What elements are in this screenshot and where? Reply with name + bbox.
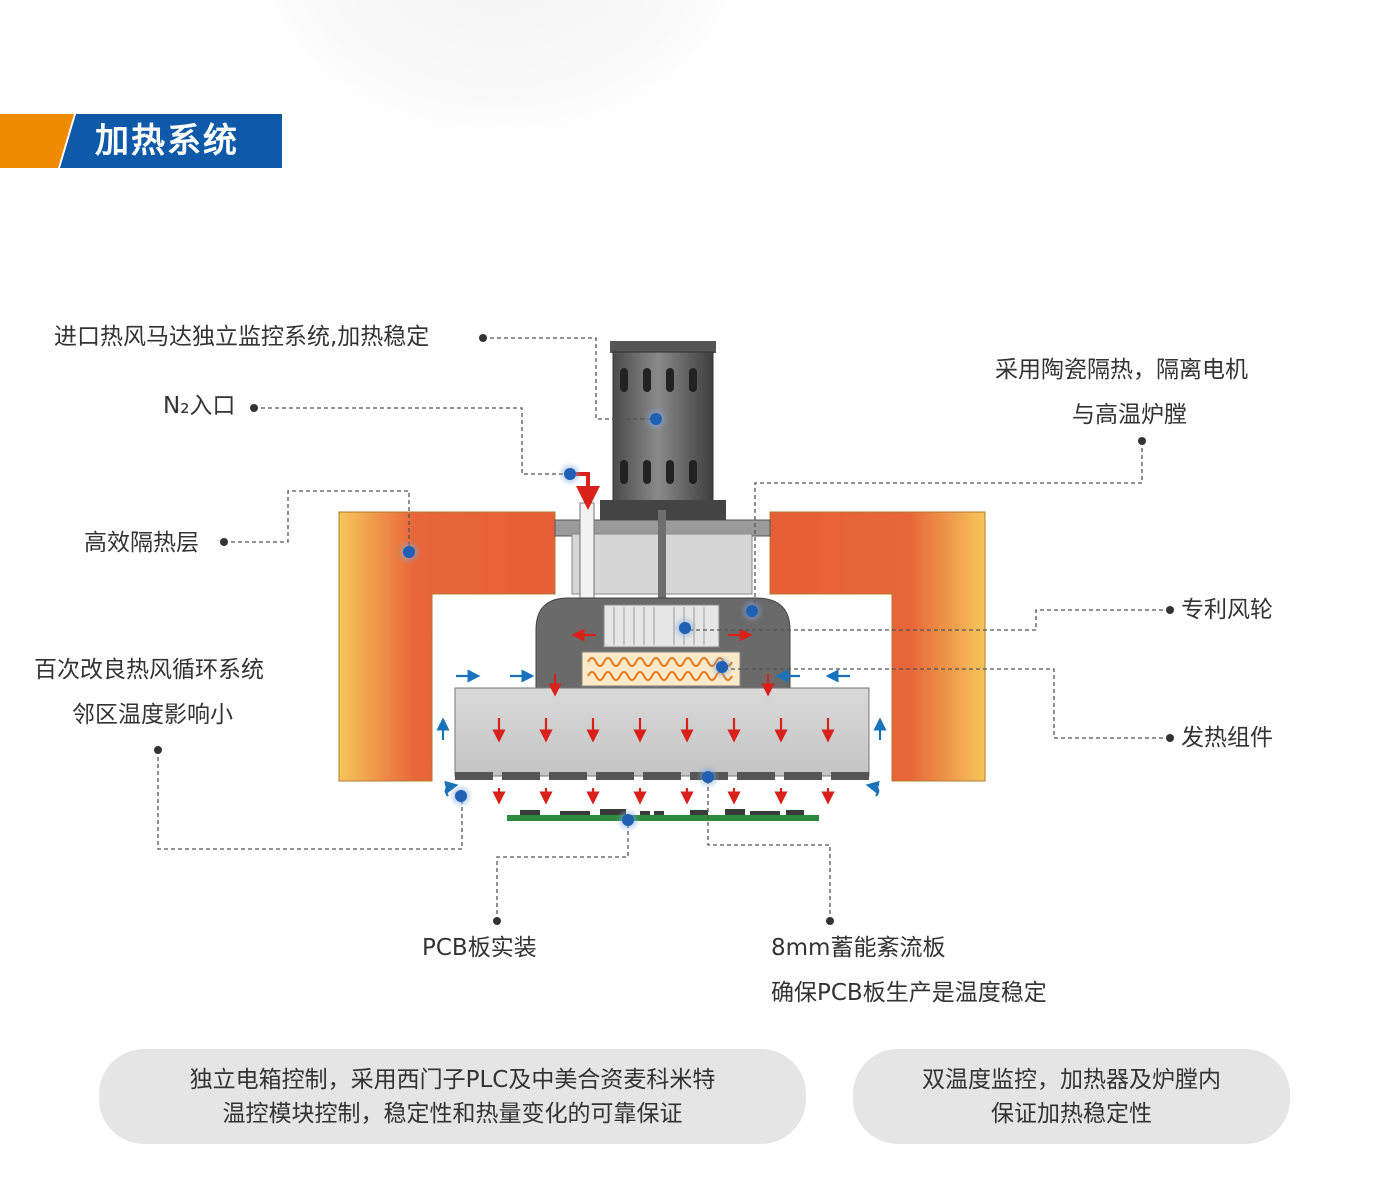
blue-markers — [397, 407, 764, 832]
label-pcb-mount: PCB板实装 — [422, 935, 537, 961]
airflow-arrows — [436, 628, 887, 805]
section-title: 加热系统 — [95, 121, 239, 161]
leader-lines — [157, 337, 1170, 921]
info-pill-control: 独立电箱控制，采用西门子PLC及中美合资麦科米特 温控模块控制，稳定性和热量变化… — [99, 1049, 806, 1144]
label-ceramic-insulation-2: 与高温炉膛 — [1072, 402, 1187, 428]
label-heater: 发热组件 — [1181, 725, 1273, 751]
info-pill-control-line2: 温控模块控制，稳定性和热量变化的可靠保证 — [222, 1100, 683, 1127]
motor — [600, 341, 726, 615]
insulation-layer — [338, 511, 986, 782]
info-pill-temperature: 双温度监控，加热器及炉膛内 保证加热稳定性 — [853, 1049, 1290, 1144]
label-ceramic-insulation-1: 采用陶瓷隔热，隔离电机 — [995, 357, 1248, 383]
label-plate-2: 确保PCB板生产是温度稳定 — [771, 980, 1047, 1006]
info-pill-control-line1: 独立电箱控制，采用西门子PLC及中美合资麦科米特 — [189, 1066, 716, 1093]
pcb-board — [507, 809, 819, 821]
label-motor-monitoring: 进口热风马达独立监控系统,加热稳定 — [54, 324, 430, 350]
label-plate-1: 8mm蓄能紊流板 — [771, 935, 946, 961]
label-circulation-1: 百次改良热风循环系统 — [34, 657, 264, 683]
label-insulation-layer: 高效隔热层 — [84, 530, 199, 556]
label-fan-wheel: 专利风轮 — [1181, 597, 1273, 623]
turbulence-plate — [454, 687, 870, 780]
label-circulation-2: 邻区温度影响小 — [72, 702, 233, 728]
leader-endpoint-dots — [154, 334, 1174, 925]
label-n2-inlet: N₂入口 — [163, 393, 236, 419]
info-pill-temperature-line2: 保证加热稳定性 — [991, 1100, 1152, 1127]
section-title-bar — [0, 114, 282, 168]
info-pill-temperature-line1: 双温度监控，加热器及炉膛内 — [922, 1066, 1221, 1093]
